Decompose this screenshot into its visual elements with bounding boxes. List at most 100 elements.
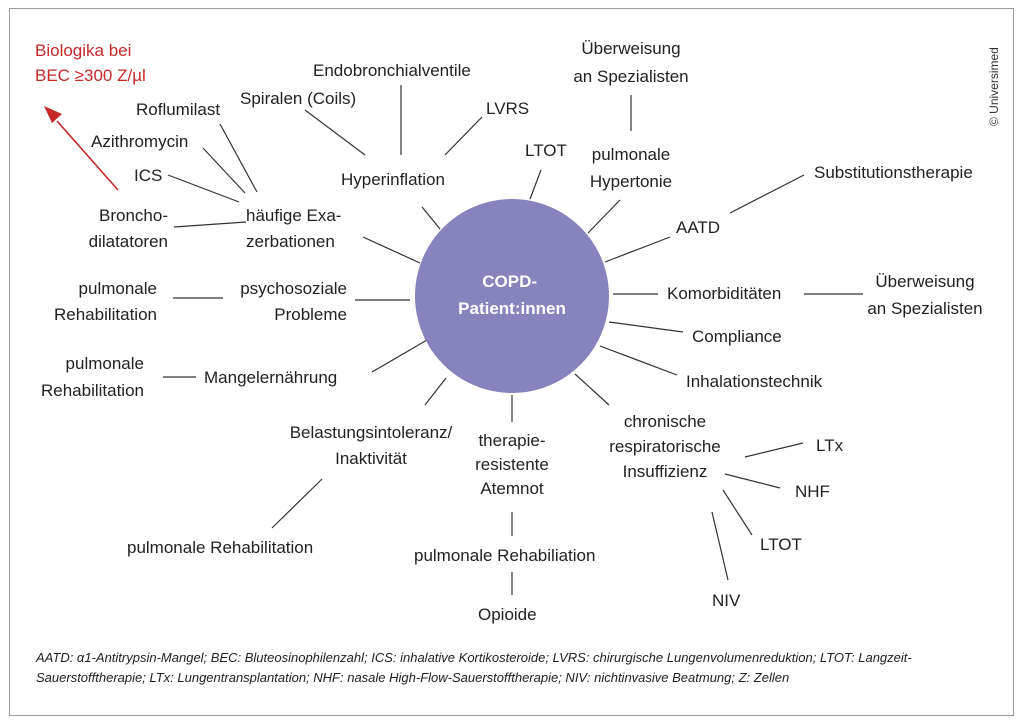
node-belastung: Belastungsintoleranz/Inaktivität	[290, 423, 453, 468]
spoke-chronisch	[574, 373, 610, 406]
node-substitution: Substitutionstherapie	[814, 163, 973, 182]
spoke-compliance	[608, 321, 684, 333]
node-endobronchial: Endobronchialventile	[313, 61, 471, 80]
node-ueberweisung-top: Überweisung an Spezialisten	[573, 39, 688, 86]
line-hyper-spiralen	[304, 109, 366, 156]
komorbid-line-1: Komorbiditäten	[667, 284, 781, 303]
pulm-reha-3-line-1: pulmonale Rehabilitation	[127, 538, 313, 557]
node-mangel: Mangelernährung	[204, 368, 337, 387]
line-exa-ics	[167, 174, 240, 203]
line-aatd-substitution	[729, 174, 805, 214]
compliance-line-1: Compliance	[692, 327, 782, 346]
mangel-line-1: Mangelernährung	[204, 368, 337, 387]
node-ics: ICS	[134, 166, 162, 185]
azithromycin-line-1: Azithromycin	[91, 132, 188, 151]
ltot-top-line-1: LTOT	[525, 141, 567, 160]
line-belastung-reha3	[271, 478, 323, 529]
spoke-hypertonie	[587, 199, 621, 234]
copyright-text: © Universimed	[987, 47, 1001, 126]
node-compliance: Compliance	[692, 327, 782, 346]
line-hyper-lvrs	[444, 116, 483, 156]
center-line-2: Patient:innen	[458, 299, 566, 318]
nhf-line-1: NHF	[795, 482, 830, 501]
arrow-head	[44, 106, 62, 123]
copyright-notice: © Universimed	[987, 47, 1001, 126]
psychosozial-line-2: Probleme	[274, 305, 347, 324]
exazerbationen-line-1: häufige Exa-	[246, 206, 341, 225]
connectors	[163, 85, 863, 595]
broncho-line-2: dilatatoren	[89, 232, 168, 251]
ueberweisung-top-line-2: an Spezialisten	[573, 67, 688, 86]
exazerbationen-line-2: zerbationen	[246, 232, 335, 251]
lvrs-line-1: LVRS	[486, 99, 529, 118]
node-ueberweisung-right: Überweisung an Spezialisten	[867, 272, 982, 318]
node-rehabiliation: pulmonale Rehabiliation	[414, 546, 595, 565]
node-ltot-bottom: LTOT	[760, 535, 802, 554]
endobronchial-line-1: Endobronchialventile	[313, 61, 471, 80]
node-nhf: NHF	[795, 482, 830, 501]
ueberweisung-right-line-2: an Spezialisten	[867, 299, 982, 318]
hyperinflation-line-1: Hyperinflation	[341, 170, 445, 189]
inhalation-line-1: Inhalationstechnik	[686, 372, 823, 391]
chronisch-line-3: Insuffizienz	[623, 462, 708, 481]
biologika-arrow	[44, 106, 119, 191]
node-niv: NIV	[712, 591, 741, 610]
belastung-line-1: Belastungsintoleranz/	[290, 423, 453, 442]
node-aatd: AATD	[676, 218, 720, 237]
node-spiralen: Spiralen (Coils)	[240, 89, 356, 108]
chronisch-line-1: chronische	[624, 412, 706, 431]
node-pulm-reha-3: pulmonale Rehabilitation	[127, 538, 313, 557]
ltx-line-1: LTx	[816, 436, 844, 455]
pulm-reha-2-line-1: pulmonale	[66, 354, 144, 373]
biologika-line-2: BEC ≥300 Z/µl	[35, 66, 146, 85]
roflumilast-line-1: Roflumilast	[136, 100, 220, 119]
pulm-reha-1-line-2: Rehabilitation	[54, 305, 157, 324]
line-exa-roflu	[219, 123, 258, 193]
ltot-bottom-line-1: LTOT	[760, 535, 802, 554]
node-ltx: LTx	[816, 436, 844, 455]
psychosozial-line-1: psychosoziale	[240, 279, 347, 298]
biologika-line-1: Biologika bei	[35, 41, 131, 60]
spoke-mangel	[371, 339, 428, 373]
atemnot-line-1: therapie-	[478, 431, 545, 450]
atemnot-line-2: resistente	[475, 455, 549, 474]
line-chronisch-ltot	[722, 489, 753, 536]
center-label: COPD- Patient:innen	[458, 272, 566, 318]
substitution-line-1: Substitutionstherapie	[814, 163, 973, 182]
belastung-line-2: Inaktivität	[335, 449, 407, 468]
niv-line-1: NIV	[712, 591, 741, 610]
broncho-line-1: Broncho-	[99, 206, 168, 225]
spiralen-line-1: Spiralen (Coils)	[240, 89, 356, 108]
aatd-line-1: AATD	[676, 218, 720, 237]
ueberweisung-top-line-1: Überweisung	[581, 39, 680, 58]
node-komorbid: Komorbiditäten	[667, 284, 781, 303]
chronisch-line-2: respiratorische	[609, 437, 721, 456]
node-lvrs: LVRS	[486, 99, 529, 118]
node-hyperinflation: Hyperinflation	[341, 170, 445, 189]
line-exa-azithro	[202, 147, 246, 194]
atemnot-line-3: Atemnot	[480, 479, 544, 498]
spoke-hyperinflation	[421, 206, 441, 230]
line-exa-broncho	[173, 221, 247, 228]
ueberweisung-right-line-1: Überweisung	[875, 272, 974, 291]
spoke-exazerbationen	[362, 236, 421, 264]
ics-line-1: ICS	[134, 166, 162, 185]
footnote: AATD: α1-Antitrypsin-Mangel; BEC: Bluteo…	[36, 650, 912, 685]
rehabiliation-line-1: pulmonale Rehabiliation	[414, 546, 595, 565]
pulm-reha-2-line-2: Rehabilitation	[41, 381, 144, 400]
line-chronisch-ltx	[744, 442, 804, 458]
center-line-1: COPD-	[482, 272, 537, 291]
node-opioide: Opioide	[478, 605, 537, 624]
center-circle	[415, 199, 609, 393]
node-azithromycin: Azithromycin	[91, 132, 188, 151]
spoke-belastung	[424, 377, 447, 406]
node-roflumilast: Roflumilast	[136, 100, 220, 119]
